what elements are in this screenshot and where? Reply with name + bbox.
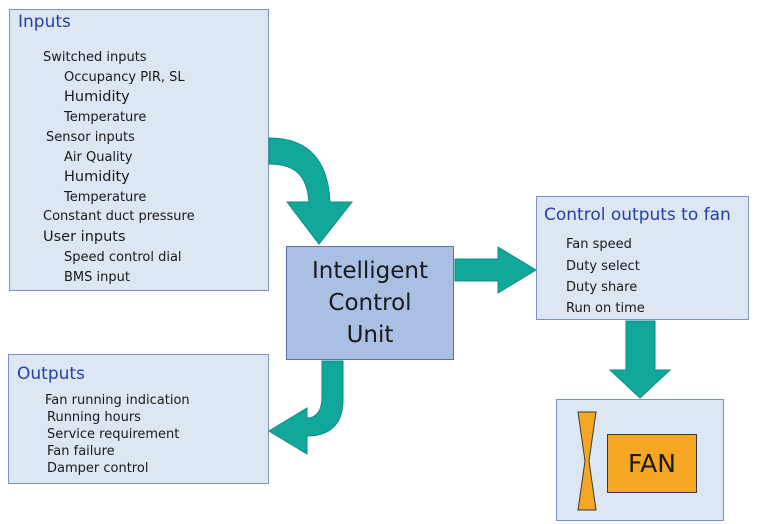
outputs-title: Outputs xyxy=(17,364,85,384)
control-unit-line: Control xyxy=(328,290,412,316)
arrow-inputs-to-control xyxy=(268,137,354,245)
input-item: Occupancy PIR, SL xyxy=(64,70,185,85)
inputs-title: Inputs xyxy=(18,12,71,32)
input-item: Air Quality xyxy=(64,150,133,165)
control-output-item: Duty select xyxy=(566,259,640,274)
control-output-item: Duty share xyxy=(566,280,638,295)
arrow-control-to-fan-outputs xyxy=(454,246,537,294)
control-unit-line: Unit xyxy=(346,322,394,348)
arrow-control-to-outputs xyxy=(268,360,344,455)
outputs-panel xyxy=(8,354,269,484)
input-item: Temperature xyxy=(64,190,147,205)
input-item: BMS input xyxy=(64,270,130,285)
control-outputs-panel xyxy=(536,196,749,320)
input-item: Humidity xyxy=(64,169,130,185)
input-item: Speed control dial xyxy=(64,250,182,265)
intelligent-control-unit: Intelligent Control Unit xyxy=(286,246,454,360)
output-item: Fan failure xyxy=(47,444,115,459)
fan-unit: FAN xyxy=(607,434,697,493)
arrow-outputs-to-fan xyxy=(608,320,672,399)
input-item: Switched inputs xyxy=(43,50,147,65)
input-item: Humidity xyxy=(64,89,130,105)
input-item: Temperature xyxy=(64,110,147,125)
control-output-item: Run on time xyxy=(566,301,645,316)
output-item: Fan running indication xyxy=(45,393,190,408)
output-item: Service requirement xyxy=(47,427,180,442)
input-item: Sensor inputs xyxy=(46,130,135,145)
control-unit-line: Intelligent xyxy=(311,258,429,284)
control-output-item: Fan speed xyxy=(566,237,632,252)
output-item: Running hours xyxy=(47,410,141,425)
input-item: Constant duct pressure xyxy=(43,209,195,224)
fan-label: FAN xyxy=(628,449,676,478)
inputs-panel xyxy=(9,9,269,291)
input-item: User inputs xyxy=(43,229,126,245)
control-outputs-title: Control outputs to fan xyxy=(544,205,731,225)
output-item: Damper control xyxy=(47,461,149,476)
